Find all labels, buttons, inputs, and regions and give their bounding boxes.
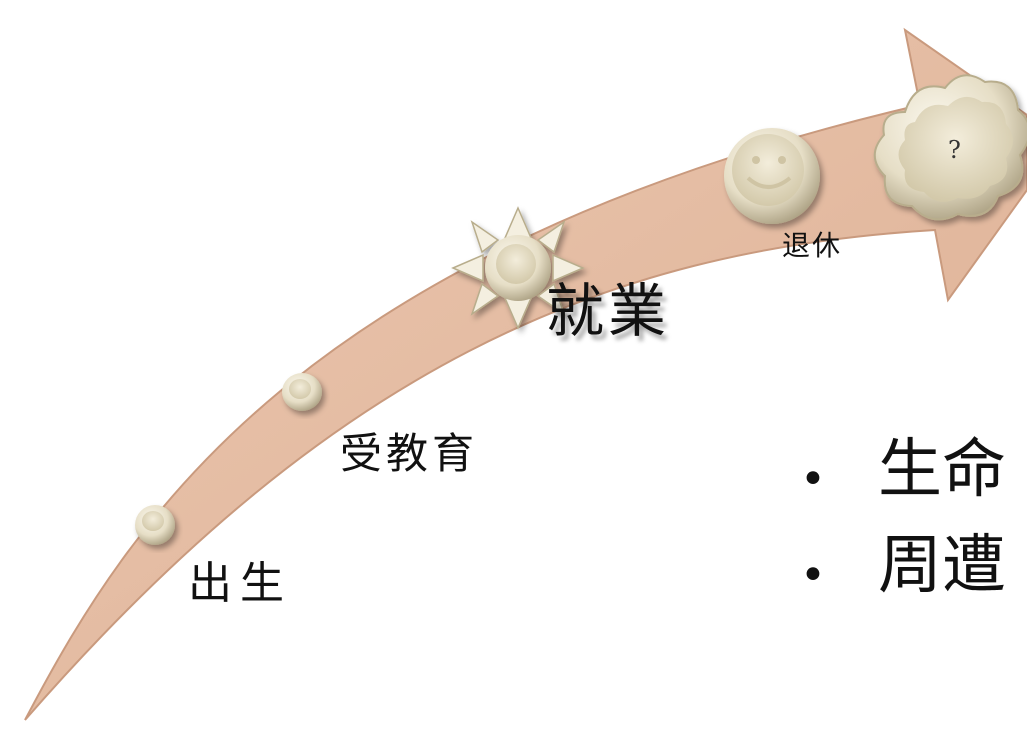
bullet-dot-icon: • xyxy=(800,544,826,608)
stage-label-unknown: ? xyxy=(948,138,961,162)
birth-marker-icon xyxy=(135,505,175,545)
stage-label-education: 受教育 xyxy=(340,433,478,475)
bullet-text: 生命 xyxy=(878,433,1006,507)
stage-label-retirement: 退休 xyxy=(782,232,842,260)
stage-label-birth: 出生 xyxy=(188,562,292,606)
bullet-item: •生命 xyxy=(800,438,1006,534)
bullet-list: •生命 •周遭 xyxy=(800,438,1006,630)
education-marker-icon xyxy=(282,373,322,411)
stage-label-employment: 就業 xyxy=(546,282,670,340)
bullet-dot-icon: • xyxy=(800,448,826,512)
smiley-icon xyxy=(724,128,820,224)
bullet-item: •周遭 xyxy=(800,534,1006,630)
bullet-text: 周遭 xyxy=(878,529,1006,603)
